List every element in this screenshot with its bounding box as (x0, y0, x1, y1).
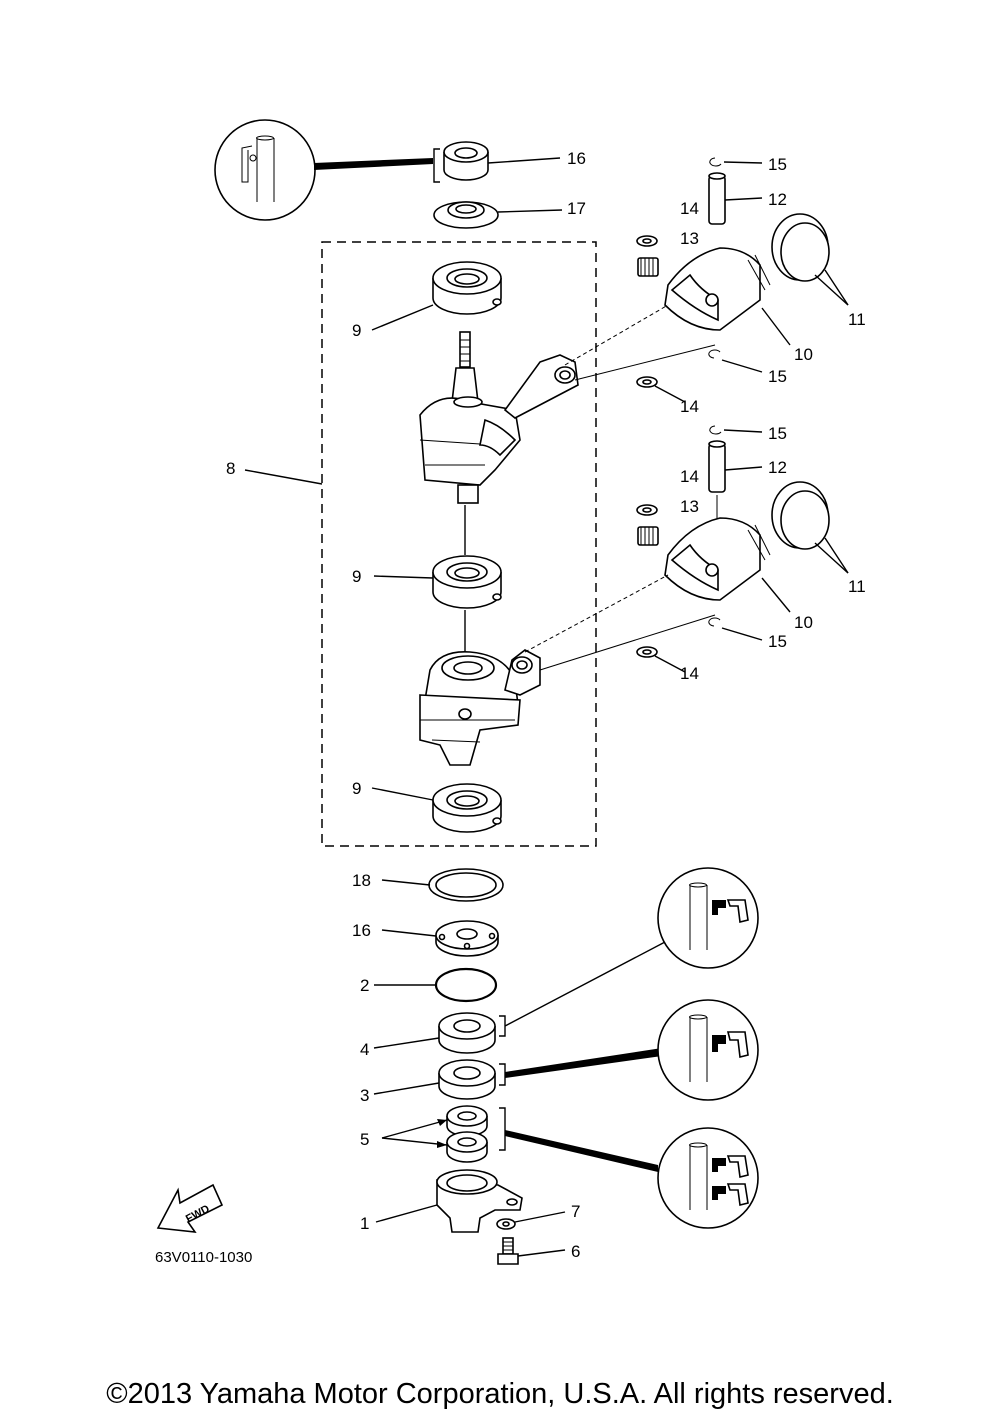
label-15-a: 15 (768, 155, 787, 174)
label-14-b: 14 (680, 397, 699, 416)
label-17: 17 (567, 199, 586, 218)
label-12-b: 12 (768, 458, 787, 477)
label-15-d: 15 (768, 632, 787, 651)
fwd-arrow-icon: FWD (156, 1183, 224, 1233)
label-6: 6 (571, 1242, 580, 1261)
label-9-lower: 9 (352, 779, 361, 798)
label-13-a: 13 (680, 229, 699, 248)
label-10-a: 10 (794, 345, 813, 364)
label-2: 2 (360, 976, 369, 995)
label-18: 18 (352, 871, 371, 890)
bolt (497, 1237, 566, 1265)
seal-holder (433, 201, 563, 229)
o-ring (374, 967, 498, 1003)
label-14-a: 14 (680, 199, 699, 218)
label-11-b: 11 (848, 577, 866, 596)
label-9-upper: 9 (352, 321, 361, 340)
label-4: 4 (360, 1040, 369, 1059)
detail-circle-2 (657, 999, 759, 1101)
crankshaft-lower (419, 651, 521, 766)
crankshaft (419, 331, 521, 555)
label-8: 8 (226, 459, 235, 478)
oil-seal-top (443, 141, 561, 181)
label-5: 5 (360, 1130, 369, 1149)
label-1: 1 (360, 1214, 369, 1233)
piston-group-upper (636, 157, 849, 403)
label-14-c: 14 (680, 467, 699, 486)
label-13-b: 13 (680, 497, 699, 516)
connecting-rod-lower (504, 574, 716, 696)
copyright-notice: ©2013 Yamaha Motor Corporation, U.S.A. A… (106, 1378, 894, 1410)
detail-circle-3 (657, 1127, 759, 1229)
washer (496, 1211, 566, 1230)
label-9-middle: 9 (352, 567, 361, 586)
detail-circle-top (214, 119, 440, 221)
bearing-lower (371, 783, 502, 833)
connecting-rod-upper (503, 304, 716, 419)
gasket-ring (381, 868, 504, 902)
label-12-a: 12 (768, 190, 787, 209)
label-14-d: 14 (680, 664, 699, 683)
label-3: 3 (360, 1086, 369, 1105)
bearing-middle (373, 555, 502, 658)
label-15-c: 15 (768, 424, 787, 443)
label-16-top: 16 (567, 149, 586, 168)
label-15-b: 15 (768, 367, 787, 386)
seal-plate-lower (381, 920, 499, 957)
oil-seal-3 (373, 1048, 662, 1100)
label-11-a: 11 (848, 310, 866, 329)
label-16-lower: 16 (352, 921, 371, 940)
diagram-code: 63V0110-1030 (155, 1249, 252, 1266)
piston-group-lower (636, 425, 849, 673)
oil-seals-5 (381, 1105, 658, 1172)
detail-circle-1 (657, 867, 759, 969)
leader-8 (244, 469, 323, 485)
bearing-upper (371, 261, 502, 331)
label-7: 7 (571, 1202, 580, 1221)
lower-housing (375, 1169, 523, 1233)
label-10-b: 10 (794, 613, 813, 632)
oil-seal-4 (373, 941, 666, 1054)
crankshaft-assembly-box (321, 241, 597, 847)
